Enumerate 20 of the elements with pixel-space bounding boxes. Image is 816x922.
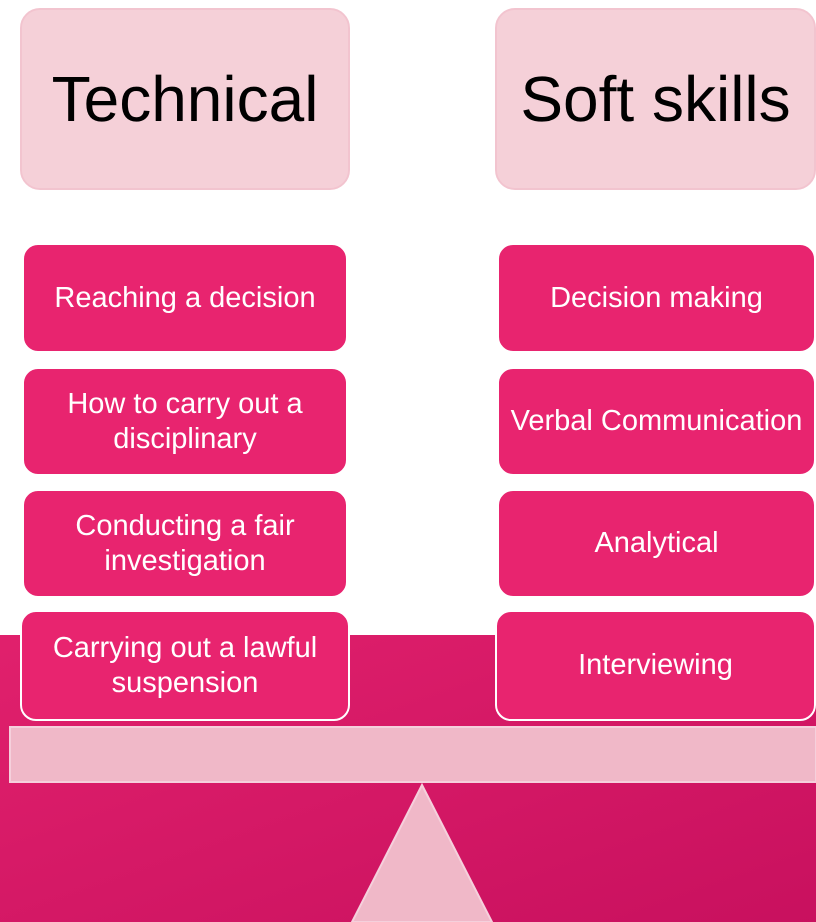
category-header [20,8,350,190]
skill-text: How to carry out a disciplinary [66,386,304,456]
skill-box [497,367,816,476]
header-text: Soft skills [520,62,791,136]
header-text: Technical [52,62,318,136]
skill-text: Analytical [594,526,719,561]
skill-box [497,243,816,353]
skill-text: Decision making [550,280,763,316]
skill-box [22,243,348,353]
skill-text: Interviewing [578,648,733,683]
skill-text: Reaching a decision [54,280,316,316]
category-header [495,8,816,190]
skill-box [22,489,348,598]
skill-text: Carrying out a lawful suspension [52,630,318,700]
skill-text: Conducting a fair investigation [74,508,296,578]
skill-text: Verbal Communication [510,404,802,439]
skill-box [497,489,816,598]
skill-box [20,610,350,721]
skill-box [22,367,348,476]
skill-box [495,610,816,721]
